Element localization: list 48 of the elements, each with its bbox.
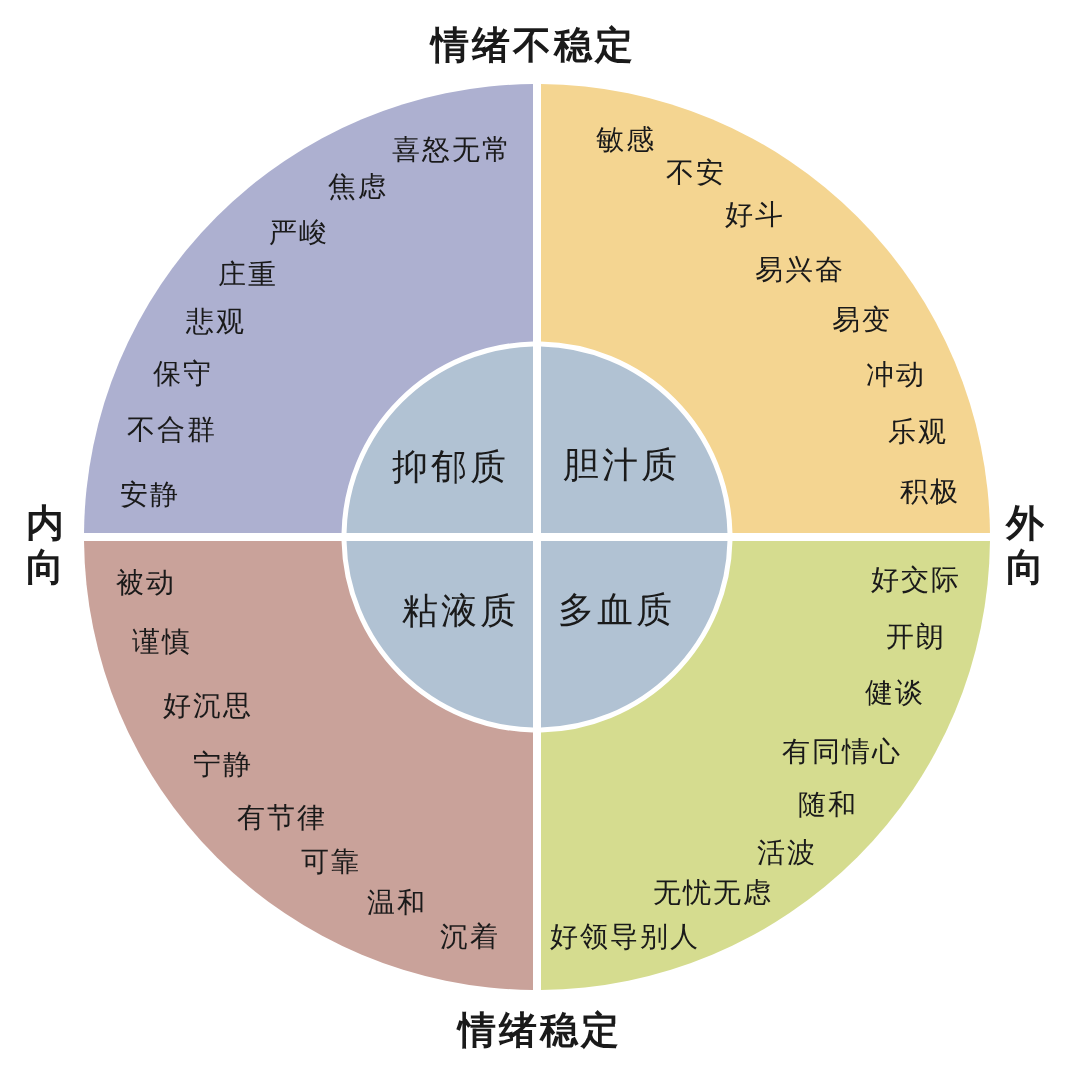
trait-label: 易变	[832, 305, 892, 335]
trait-label: 焦虑	[328, 172, 388, 202]
type-label: 粘液质	[401, 592, 519, 630]
axis-label: 外向	[1005, 501, 1045, 589]
trait-label: 乐观	[888, 417, 948, 447]
trait-label: 有节律	[237, 803, 327, 833]
axis-label: 情绪不稳定	[430, 25, 636, 65]
trait-label: 冲动	[866, 360, 926, 390]
axis-label: 内向	[25, 501, 65, 589]
trait-label: 安静	[120, 480, 180, 510]
quarter-circle	[541, 341, 733, 533]
trait-label: 被动	[116, 568, 176, 598]
trait-label: 无忧无虑	[653, 878, 773, 908]
type-label: 多血质	[557, 591, 675, 629]
trait-label: 宁静	[193, 750, 253, 780]
trait-label: 健谈	[865, 678, 925, 708]
trait-label: 好领导别人	[550, 922, 700, 952]
trait-label: 严峻	[269, 218, 329, 248]
trait-label: 有同情心	[782, 737, 902, 767]
trait-label: 好沉思	[163, 691, 253, 721]
type-label: 胆汁质	[562, 446, 680, 484]
trait-label: 开朗	[886, 622, 946, 652]
trait-label: 庄重	[218, 260, 278, 290]
trait-label: 沉着	[440, 922, 500, 952]
trait-label: 不安	[666, 158, 726, 188]
trait-label: 敏感	[596, 125, 656, 155]
sector	[541, 541, 990, 990]
trait-label: 不合群	[127, 415, 217, 445]
trait-label: 可靠	[301, 847, 361, 877]
type-label: 抑郁质	[391, 448, 509, 486]
trait-label: 保守	[153, 359, 213, 389]
sector	[541, 84, 990, 533]
quarter-circle	[341, 341, 533, 533]
trait-label: 温和	[367, 888, 427, 918]
trait-label: 易兴奋	[755, 255, 845, 285]
axis-label: 情绪稳定	[458, 1010, 622, 1050]
trait-label: 积极	[900, 477, 960, 507]
sector	[84, 541, 533, 990]
trait-label: 活波	[757, 838, 817, 868]
trait-label: 好交际	[871, 565, 961, 595]
quarter-circle	[341, 541, 533, 733]
sector	[84, 84, 533, 533]
trait-label: 好斗	[725, 200, 785, 230]
trait-label: 喜怒无常	[392, 135, 512, 165]
trait-label: 悲观	[186, 307, 246, 337]
trait-label: 谨慎	[132, 627, 192, 657]
quarter-circle	[541, 541, 733, 733]
trait-label: 随和	[798, 790, 858, 820]
